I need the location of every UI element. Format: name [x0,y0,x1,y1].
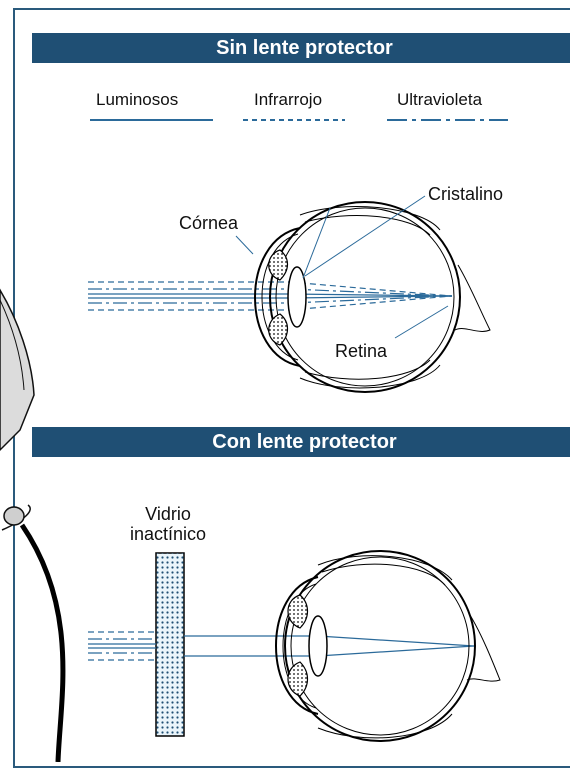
label-cornea: Córnea [179,213,239,233]
label-retina: Retina [335,341,388,361]
label-inactinico: inactínico [129,524,207,544]
section-title-with-lens: Con lente protector [32,427,570,457]
legend-label-infrarrojo: Infrarrojo [254,90,323,109]
legend-label-ultravioleta: Ultravioleta [397,90,483,109]
section-title-without-lens: Sin lente protector [32,33,570,63]
eye-top [88,195,491,393]
eye-bottom [88,550,501,742]
label-vidrio: Vidrio [145,504,191,524]
label-cristalino: Cristalino [428,184,504,204]
legend-label-luminosos: Luminosos [96,90,179,109]
device-cable-illustration [0,288,66,762]
